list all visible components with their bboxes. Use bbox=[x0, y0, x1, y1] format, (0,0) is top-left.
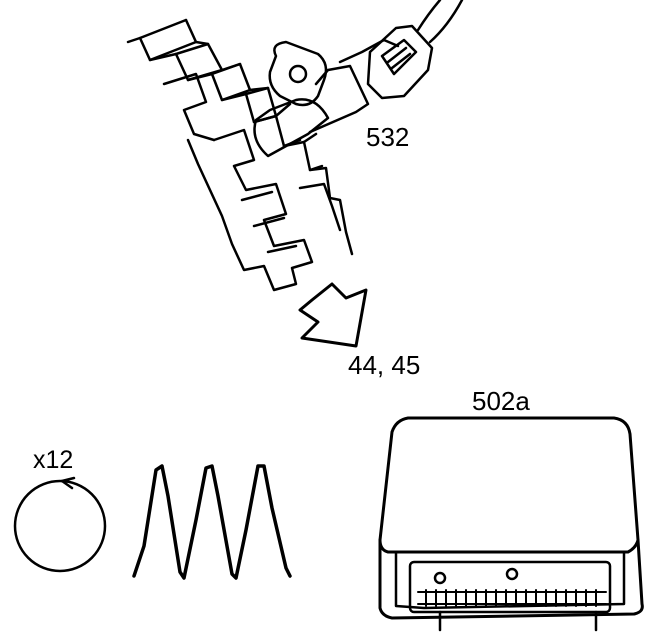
signal-waveform bbox=[132, 464, 292, 580]
control-unit-label: 502a bbox=[472, 386, 530, 416]
reluctor-teeth-lower bbox=[186, 128, 314, 292]
ecu-screw-right bbox=[505, 567, 519, 581]
reference-label: 44, 45 bbox=[348, 350, 421, 380]
ecu-connector-plug bbox=[408, 560, 612, 614]
reluctor-teeth-mid bbox=[162, 72, 342, 254]
down-left-arrow-icon bbox=[298, 282, 368, 348]
sensor-label: 532 bbox=[366, 122, 410, 152]
rotation-circle bbox=[13, 479, 107, 573]
sensor-mounting-flange bbox=[268, 40, 328, 107]
circle-arrow-icon bbox=[13, 476, 107, 573]
rotation-arrowhead bbox=[60, 476, 76, 490]
ecu-connector-frame bbox=[394, 550, 626, 610]
sensor-wires bbox=[416, 0, 464, 44]
ecu-feet bbox=[438, 610, 598, 632]
ecu-housing bbox=[378, 416, 640, 554]
sensor-barrel bbox=[308, 38, 400, 134]
sensor-connector bbox=[366, 24, 434, 100]
control-unit-502a bbox=[378, 416, 644, 632]
reluctor-tooth-faces bbox=[138, 18, 324, 172]
ecu-screw-left bbox=[433, 571, 447, 585]
reluctor-ring bbox=[126, 18, 354, 292]
sensor-532 bbox=[253, 0, 464, 158]
ecu-connector-pins bbox=[417, 589, 607, 607]
pulse-count-label: x12 bbox=[33, 446, 74, 474]
sensor-bolt-hole bbox=[288, 64, 308, 84]
reluctor-outer-edge bbox=[126, 36, 354, 256]
sensor-body bbox=[253, 98, 330, 158]
reluctor-inner-edge bbox=[184, 18, 278, 118]
ecu-base bbox=[378, 538, 644, 620]
